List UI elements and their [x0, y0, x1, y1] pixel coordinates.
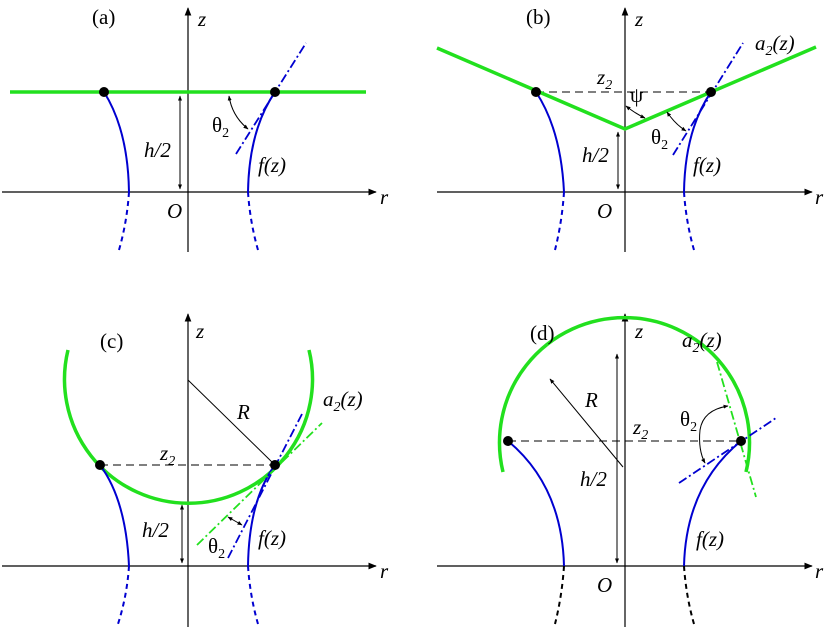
- r-axis-label: r: [380, 559, 389, 583]
- panel-d: (d) z r O h/2 R z2 θ2 f(z) a2(z): [437, 313, 824, 627]
- angle-label: θ2: [651, 125, 668, 153]
- radius-label: R: [236, 400, 250, 424]
- a-tangent-line: [196, 422, 323, 546]
- left-meniscus-extension: [554, 565, 565, 625]
- f-tangent-line: [227, 413, 303, 559]
- r-axis-label: r: [815, 185, 824, 209]
- angle-arc: [699, 404, 729, 464]
- angle-label: θ2: [212, 113, 229, 141]
- contact-point-left: [99, 87, 109, 97]
- contact-point-left: [95, 460, 105, 470]
- r-axis-label: r: [815, 559, 824, 583]
- panel-b: (b) z r O h/2 z2 ψ θ2 f(z) a2(z): [436, 5, 824, 252]
- tangent-line: [672, 42, 744, 156]
- angle-label: θ2: [680, 407, 697, 435]
- contact-point-left: [503, 436, 513, 446]
- curve-label: f(z): [258, 153, 286, 177]
- z-axis-label: z: [634, 7, 643, 31]
- interface-label: a2(z): [755, 31, 795, 59]
- angle-label: θ2: [208, 534, 225, 562]
- height-label: h/2: [142, 518, 169, 542]
- panel-label: (a): [92, 5, 115, 29]
- radius-label: R: [584, 388, 598, 412]
- z-axis-label: z: [195, 319, 204, 343]
- left-meniscus: [99, 464, 130, 567]
- concave-sphere-interface: [62, 349, 315, 505]
- r-axis-label: r: [380, 185, 389, 209]
- origin-label: O: [167, 199, 182, 223]
- radius-arrow: [549, 378, 624, 468]
- interface-label: a2(z): [682, 328, 722, 356]
- contact-point-left: [531, 87, 541, 97]
- angle-arc: [227, 516, 243, 526]
- convex-sphere-interface: [497, 315, 752, 473]
- left-meniscus-extension: [118, 191, 130, 251]
- right-meniscus: [683, 440, 742, 567]
- panel-label: (b): [526, 5, 551, 29]
- angle-arc: [666, 111, 687, 132]
- z-axis-label: z: [197, 7, 206, 31]
- cone-angle-arc: [625, 105, 646, 119]
- curve-label: f(z): [696, 527, 724, 551]
- panel-c: (c) z r h/2 R z2 θ2 f(z) a2(z): [2, 313, 389, 627]
- radius-line: [187, 379, 276, 466]
- right-meniscus-extension: [247, 565, 259, 625]
- contact-point-right: [270, 87, 280, 97]
- right-meniscus-extension: [247, 191, 259, 251]
- left-meniscus-extension: [117, 565, 130, 625]
- contact-point-right: [706, 87, 716, 97]
- left-meniscus: [507, 440, 565, 567]
- left-meniscus-extension: [554, 191, 565, 251]
- cone-angle-label: ψ: [630, 83, 643, 107]
- contact-height-label: z2: [632, 415, 648, 443]
- contact-height-label: z2: [596, 65, 612, 93]
- z-axis-label: z: [634, 319, 643, 343]
- angle-arc: [227, 95, 249, 130]
- panel-label: (d): [530, 321, 555, 345]
- origin-label: O: [597, 573, 612, 597]
- panel-label: (c): [100, 329, 123, 353]
- cone-interface: [436, 45, 817, 131]
- right-meniscus: [247, 91, 276, 193]
- tangent-line: [235, 42, 307, 155]
- contact-height-label: z2: [159, 441, 175, 469]
- curve-label: f(z): [258, 526, 286, 550]
- height-label: h/2: [580, 467, 607, 491]
- interface-label: a2(z): [323, 387, 363, 415]
- height-label: h/2: [144, 138, 171, 162]
- right-meniscus-extension: [683, 191, 695, 251]
- height-label: h/2: [582, 143, 609, 167]
- panel-a: (a) z r O h/2 θ2 f(z): [2, 5, 389, 252]
- contact-point-right: [736, 436, 746, 446]
- origin-label: O: [597, 199, 612, 223]
- right-meniscus: [683, 91, 712, 193]
- curve-label: f(z): [693, 153, 721, 177]
- left-meniscus: [103, 91, 130, 193]
- contact-point-right: [270, 460, 280, 470]
- right-meniscus-extension: [683, 565, 695, 625]
- a-tangent-line: [716, 361, 757, 498]
- left-meniscus: [535, 91, 565, 193]
